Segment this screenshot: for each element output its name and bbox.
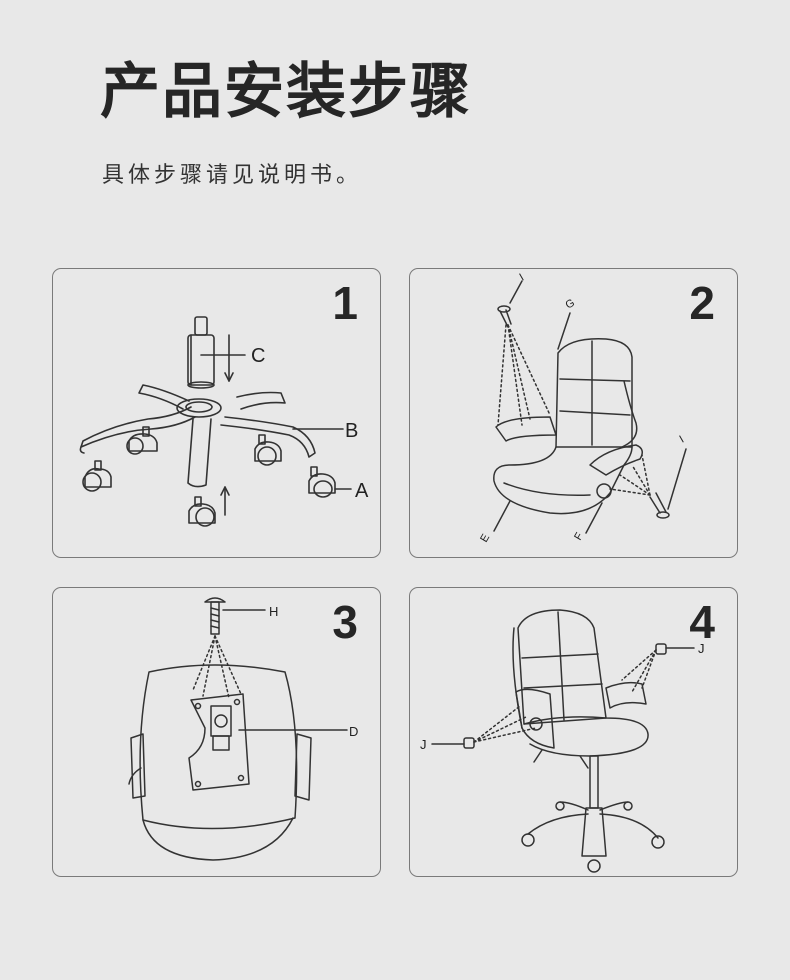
label-i-right: I	[678, 434, 687, 446]
step-3-panel: 3 H D	[52, 587, 381, 877]
step-2-number: 2	[689, 277, 715, 329]
guide-lines	[192, 635, 242, 699]
label-j-right: J	[698, 641, 705, 656]
five-star-base	[521, 755, 665, 873]
screw-icon	[497, 305, 512, 328]
guide-lines	[497, 324, 651, 496]
step-1-panel: 1	[52, 268, 381, 558]
step-2-diagram: I G I E F	[478, 272, 687, 545]
step-1-diagram: C B A	[79, 316, 369, 527]
leader-i-top	[509, 280, 523, 304]
caster-wheel	[82, 460, 112, 492]
label-i-top: I	[518, 272, 527, 284]
screw-cap-icon	[655, 643, 667, 655]
gas-lift-cylinder	[187, 316, 215, 389]
label-j-left: J	[420, 737, 427, 752]
seat-underside	[128, 664, 312, 861]
step-4-diagram: J J	[420, 609, 705, 873]
label-c: C	[251, 345, 265, 367]
screw-cap-icon	[463, 737, 475, 749]
label-g: G	[564, 297, 577, 312]
label-e: E	[478, 532, 492, 544]
leader-g	[557, 312, 571, 350]
office-chair	[512, 609, 649, 769]
label-d: D	[349, 724, 358, 739]
arrow-up-icon	[220, 486, 230, 516]
arrow-down-icon	[224, 334, 234, 382]
leader-i-right	[667, 448, 687, 510]
guide-lines	[473, 649, 657, 743]
label-f: F	[572, 530, 586, 542]
step-3-diagram: H D	[128, 597, 358, 861]
office-chair	[493, 338, 643, 534]
page-subtitle: 具体步骤请见说明书。	[102, 163, 363, 188]
caster-wheel	[254, 434, 282, 466]
label-b: B	[345, 420, 358, 442]
step-1-number: 1	[332, 277, 358, 329]
caster-wheel	[126, 426, 158, 455]
caster-wheel	[188, 496, 216, 527]
step-4-panel: 4	[409, 587, 738, 877]
bolt-icon	[204, 597, 226, 635]
step-2-panel: 2 I	[409, 268, 738, 558]
page-title: 产品安装步骤	[100, 57, 472, 127]
five-star-base	[79, 384, 316, 488]
step-4-number: 4	[689, 596, 715, 648]
mechanism-plate	[188, 693, 250, 791]
label-h: H	[269, 604, 278, 619]
label-a: A	[355, 480, 369, 502]
caster-wheel	[308, 466, 336, 498]
step-3-number: 3	[332, 596, 358, 648]
screw-icon	[649, 492, 670, 519]
